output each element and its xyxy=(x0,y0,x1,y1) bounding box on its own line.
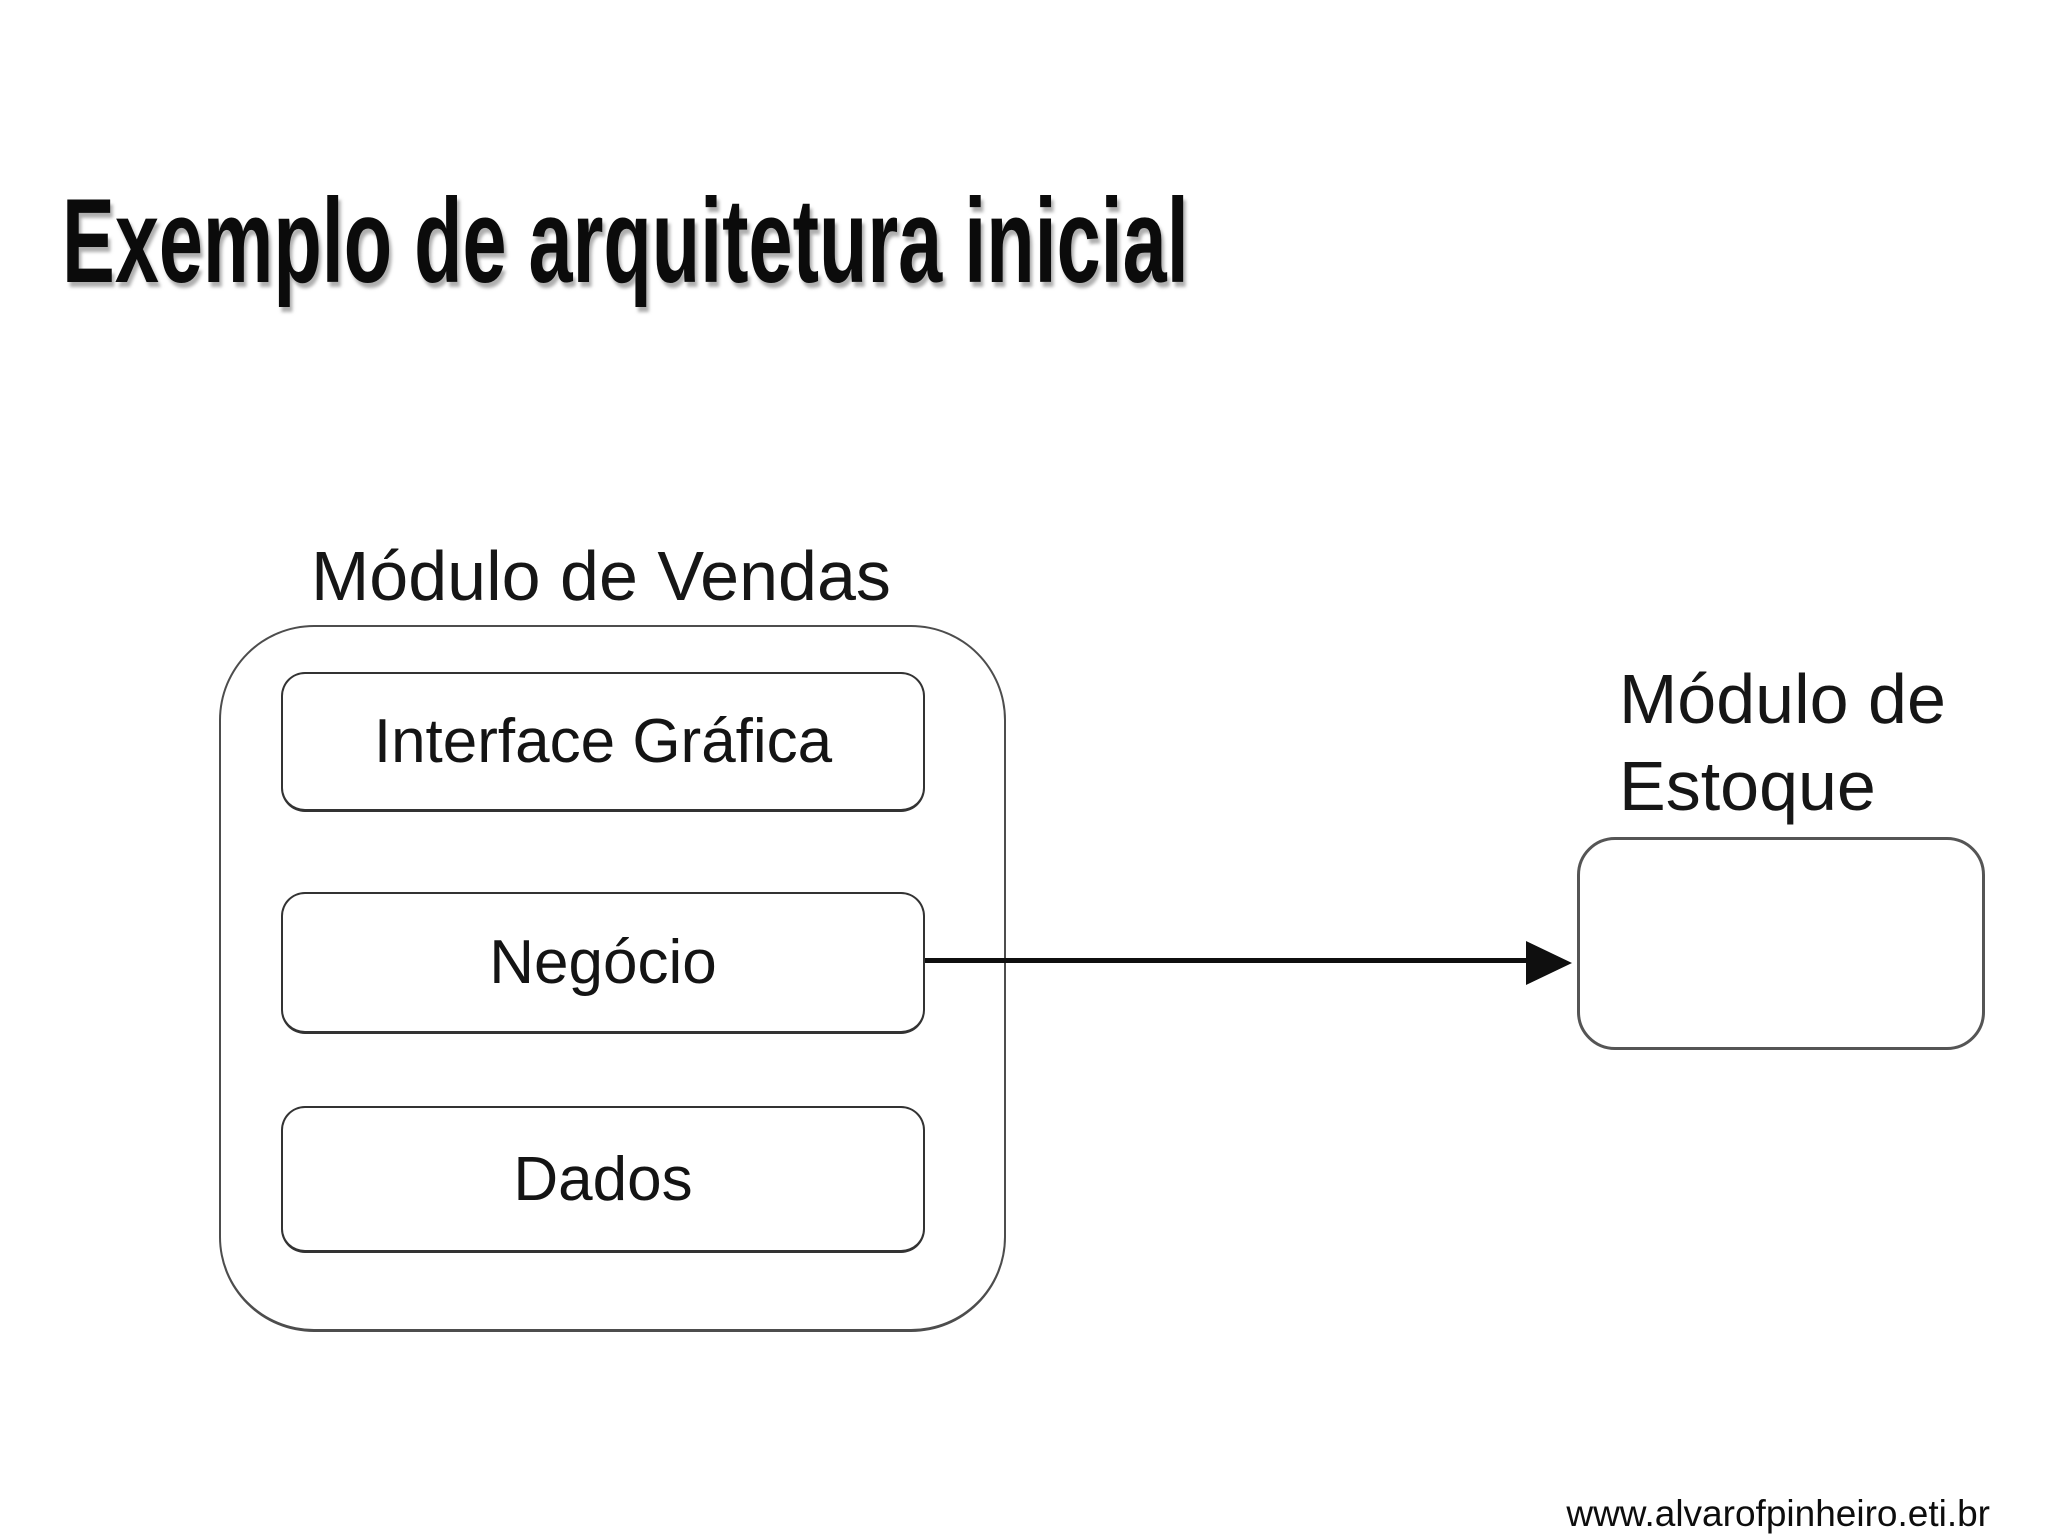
vendas-module-label: Módulo de Vendas xyxy=(311,537,891,615)
layer-label-interface: Interface Gráfica xyxy=(373,707,833,776)
arrow-right-icon xyxy=(1526,941,1572,985)
layer-label-negocio: Negócio xyxy=(489,928,717,997)
layer-box-negocio: Negócio xyxy=(281,892,925,1034)
dependency-arrow-line xyxy=(925,958,1528,963)
estoque-module-label-line1: Módulo de xyxy=(1619,660,1946,738)
layer-box-dados: Dados xyxy=(281,1106,925,1253)
layer-box-interface: Interface Gráfica xyxy=(281,672,925,812)
page-title: Exemplo de arquitetura inicial xyxy=(62,174,1189,308)
estoque-module-label-line2: Estoque xyxy=(1619,747,1876,825)
layer-label-dados: Dados xyxy=(513,1144,693,1214)
estoque-module-box xyxy=(1577,837,1985,1050)
estoque-module-label: Módulo de Estoque xyxy=(1619,656,1946,830)
footer-url: www.alvarofpinheiro.eti.br xyxy=(1566,1493,1990,1534)
